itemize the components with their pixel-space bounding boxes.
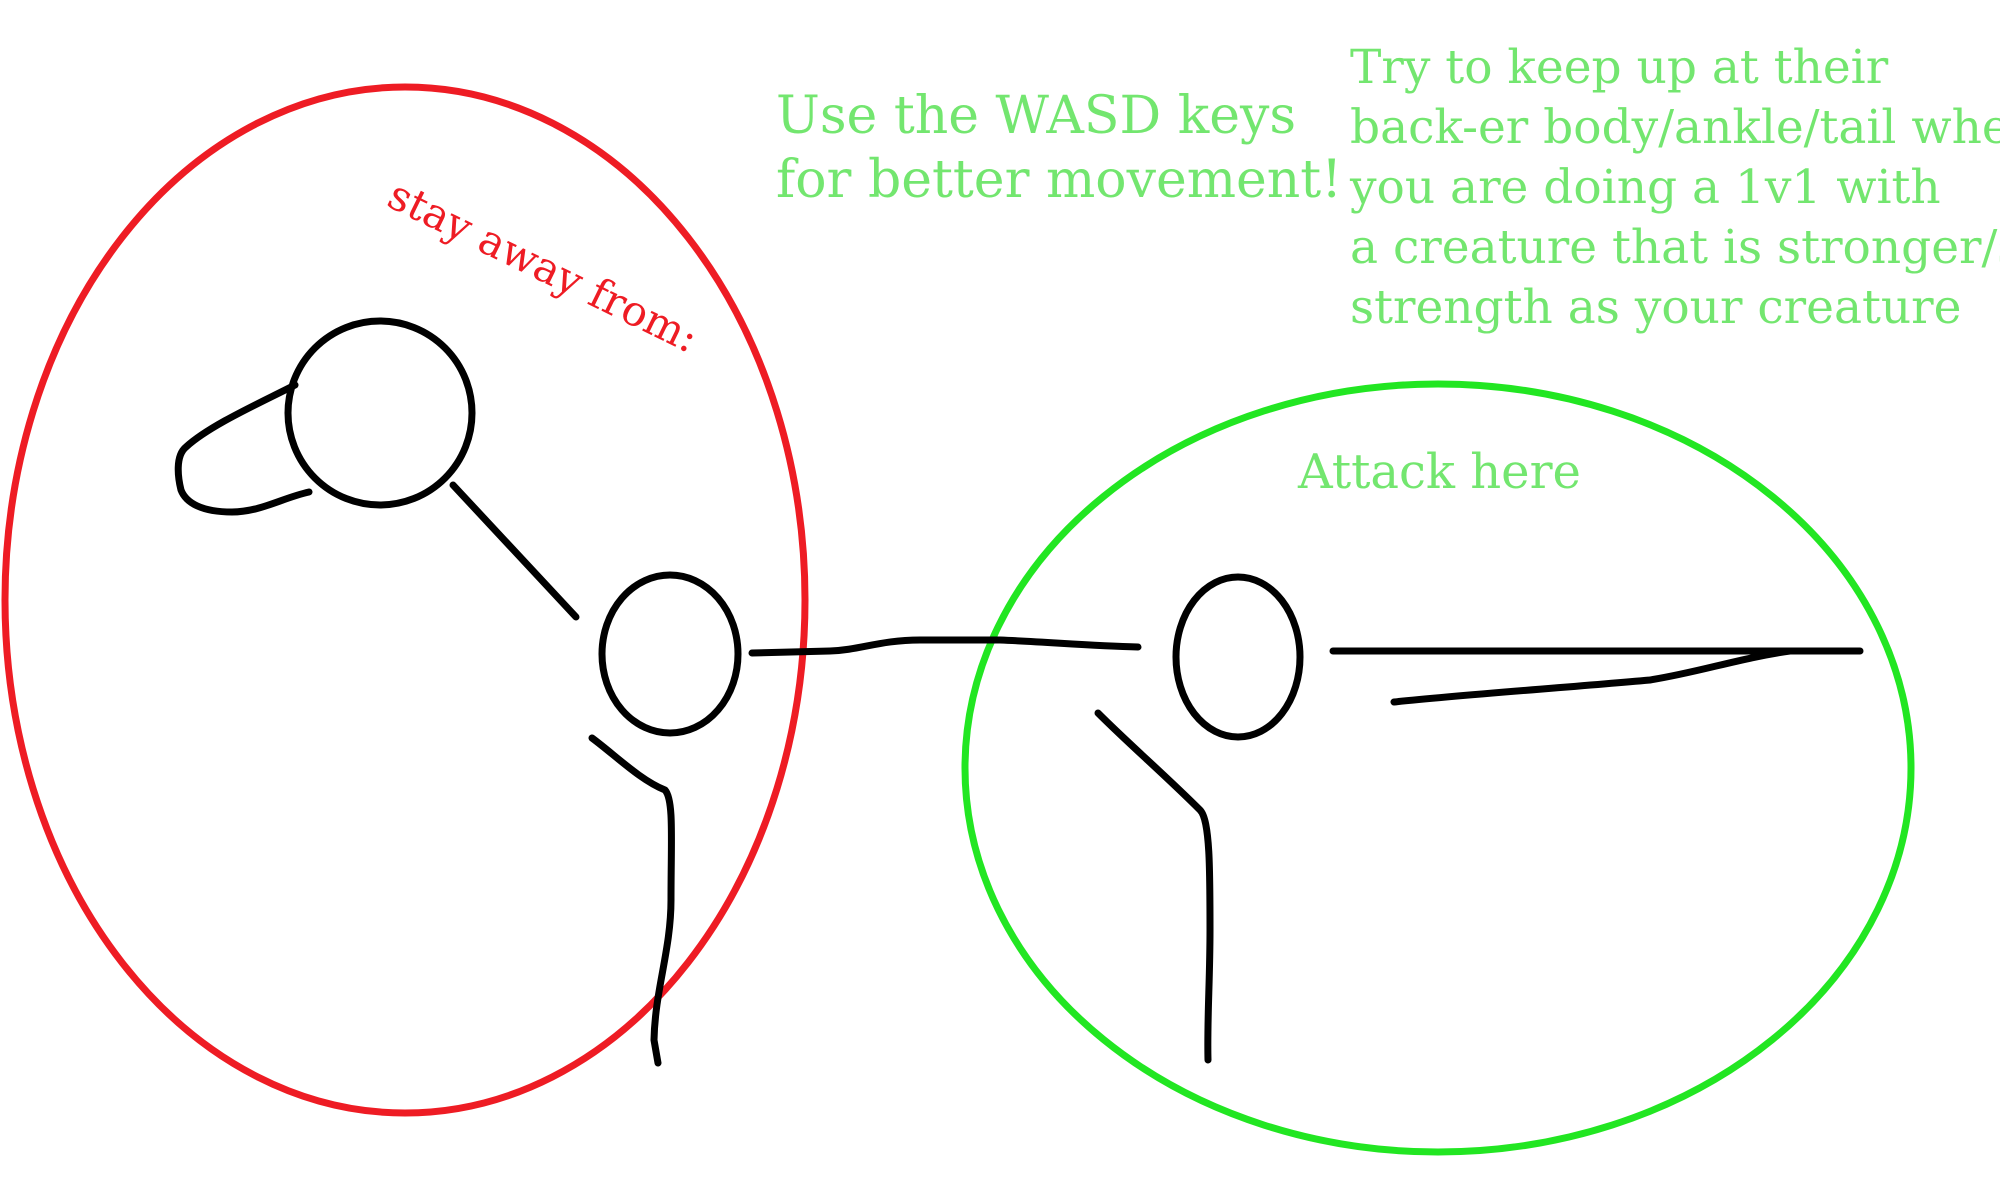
positioning-tip-line: you are doing a 1v1 with [1350, 160, 1941, 215]
movement-tip-line: Use the WASD keys [776, 86, 1297, 146]
creature-torso [748, 636, 1142, 657]
creature-front-leg [588, 734, 675, 1067]
creature-rear-leg [1094, 709, 1214, 1064]
positioning-tip-line: back-er body/ankle/tail when [1350, 100, 2000, 155]
avoid-zone-circle [1, 83, 809, 1117]
positioning-tip: Try to keep up at their back-er body/ank… [1350, 38, 2000, 338]
creature-snout [174, 381, 313, 516]
creature-head [284, 317, 476, 509]
movement-tip-line: for better movement! [776, 150, 1343, 210]
movement-tip: Use the WASD keys for better movement! [776, 84, 1342, 212]
creature-rear-body [1172, 573, 1304, 741]
positioning-tip-line: strength as your creature [1350, 280, 1962, 335]
positioning-tip-line: Try to keep up at their [1350, 40, 1889, 95]
creature-front-body [598, 571, 742, 737]
attack-zone-label: Attack here [1298, 444, 1581, 500]
creature-tail-bottom [1390, 647, 1794, 706]
attack-zone-circle [961, 380, 1915, 1156]
creature-stick-figure [174, 317, 1864, 1067]
creature-neck [449, 481, 580, 621]
positioning-tip-line: a creature that is stronger/same [1350, 220, 2000, 275]
